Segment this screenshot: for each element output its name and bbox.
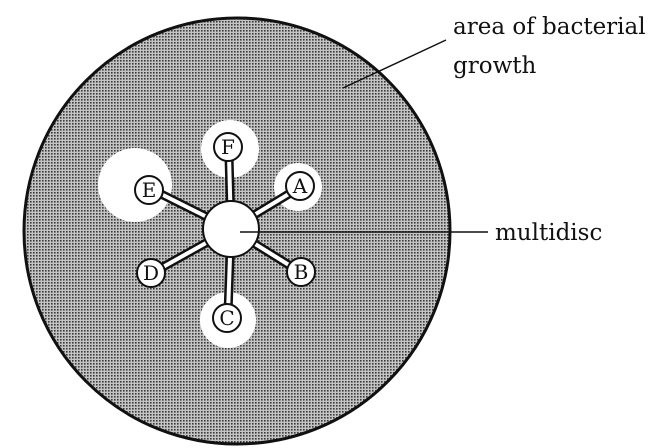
multidisc-hub [202,200,260,258]
disc-a-circle [285,171,315,201]
disc-f-letter: F [221,135,235,159]
disc-a-letter: A [292,174,308,198]
disc-b-circle [286,257,316,287]
multidisc-label: multidisc [495,220,602,246]
disc-d-circle [136,258,166,288]
disc-e-letter: E [142,178,157,202]
disc-d: D [136,258,166,288]
disc-c: C [212,303,242,333]
growth-label-line1: area of bacterial [453,14,646,40]
disc-b: B [286,257,316,287]
disc-c-circle [212,303,242,333]
growth-leader-line [342,39,447,89]
disc-c-letter: C [219,306,234,330]
disc-e: E [134,175,164,205]
disc-a: A [285,171,315,201]
disc-d-letter: D [143,261,159,285]
disc-f: F [213,132,243,162]
growth-label-line2: growth [453,53,536,79]
disc-b-letter: B [294,260,309,284]
disc-e-circle [134,175,164,205]
disc-f-circle [213,132,243,162]
